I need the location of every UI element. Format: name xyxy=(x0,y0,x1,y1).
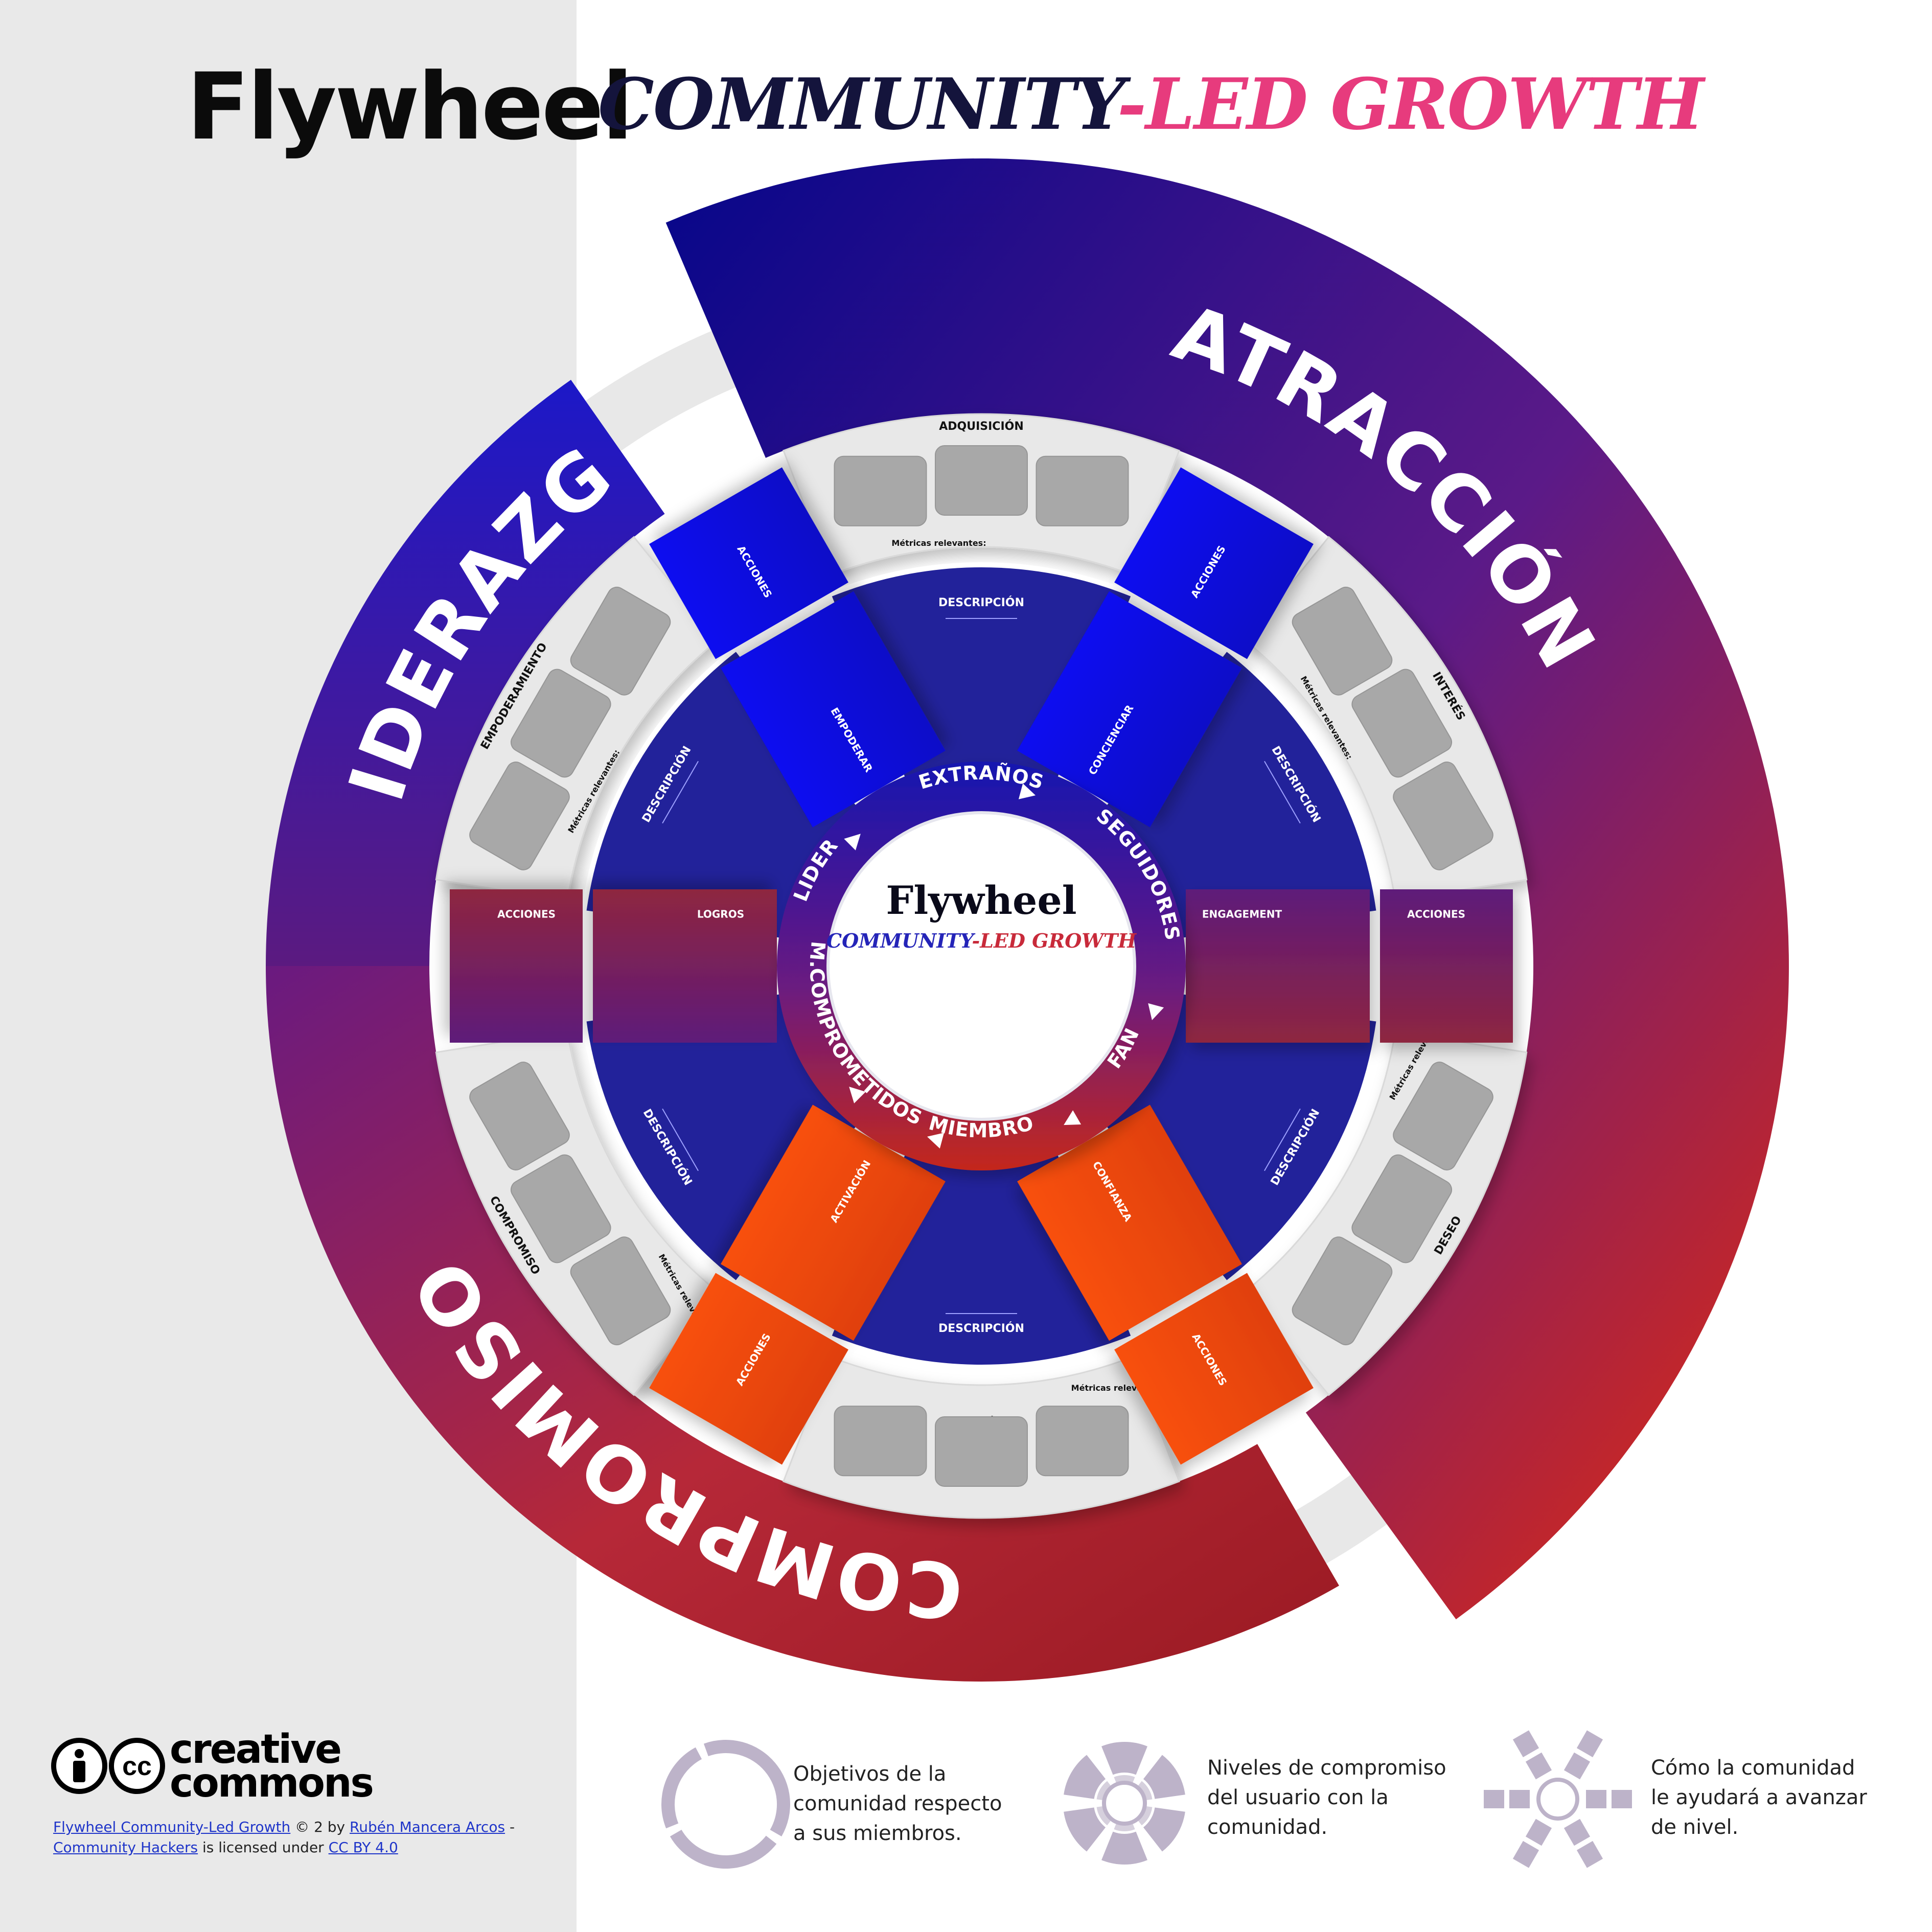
license-link-cc[interactable]: CC BY 4.0 xyxy=(328,1839,398,1856)
spoke-box[interactable] xyxy=(649,467,848,659)
spoke-box[interactable] xyxy=(593,889,777,1043)
cc-badge-text: cc xyxy=(122,1752,152,1781)
spoke-box[interactable] xyxy=(1380,889,1513,1043)
flow-arrow-icon xyxy=(1018,783,1036,799)
license-link-work[interactable]: Flywheel Community-Led Growth xyxy=(53,1819,291,1835)
cc-icon xyxy=(109,1738,165,1794)
center-sub-part-1: COMMUNITY xyxy=(826,929,976,952)
metric-box[interactable] xyxy=(567,1234,674,1348)
metric-box[interactable] xyxy=(1289,584,1395,698)
flow-arrow-icon xyxy=(849,1087,866,1103)
metric-box[interactable] xyxy=(1036,1406,1129,1477)
stage-adquisicion: ADQUISICIÓN Métricas relevantes: xyxy=(783,413,1180,576)
metric-box[interactable] xyxy=(508,1152,614,1266)
flow-arrow-icon xyxy=(844,834,861,850)
spoke-box[interactable] xyxy=(721,591,946,827)
metric-box[interactable] xyxy=(935,445,1028,516)
legend-icons xyxy=(661,1730,1632,1869)
metric-box[interactable] xyxy=(508,666,614,780)
stage-title: ADQUISICIÓN xyxy=(939,420,1024,433)
liderazgo-arc xyxy=(266,380,665,966)
metric-box[interactable] xyxy=(834,455,927,526)
sector-description: DESCRIPCIÓN xyxy=(938,596,1024,609)
spoke-label: LOGROS xyxy=(697,908,744,921)
metric-box[interactable] xyxy=(1036,455,1129,526)
spoke-box[interactable] xyxy=(450,889,583,1043)
license-link-org[interactable]: Community Hackers xyxy=(53,1839,198,1856)
flow-arrow-icon xyxy=(927,1133,945,1149)
spoke-label: ENGAGEMENT xyxy=(1202,908,1282,921)
metric-box[interactable] xyxy=(467,1059,573,1174)
spoke-logros: LOGROS ACCIONES xyxy=(450,889,777,1043)
spoke-engagement: ENGAGEMENT ACCIONES xyxy=(1186,889,1513,1043)
creative-commons-logo: cc xyxy=(51,1738,165,1794)
subtitle-part-2: -LED GROWTH xyxy=(1117,62,1704,146)
metric-box[interactable] xyxy=(935,1416,1028,1487)
metric-box[interactable] xyxy=(1390,1059,1497,1174)
metric-label: Métricas relevantes: xyxy=(891,538,986,548)
metric-box[interactable] xyxy=(1349,666,1455,780)
page-subtitle: COMMUNITY-LED GROWTH xyxy=(598,62,1704,146)
legend-spokes-icon xyxy=(1484,1730,1632,1868)
center-disc xyxy=(826,811,1136,1121)
spoke-box[interactable] xyxy=(1114,467,1314,659)
stage-panels: ADQUISICIÓN Métricas relevantes: INTERÉSMé… xyxy=(435,413,1528,1519)
creative-commons-wordmark: creative commons xyxy=(170,1727,374,1806)
center-hub: EXTRAÑOSSEGUIDORESFANMIEMBROM.COMPROMETI… xyxy=(777,762,1186,1170)
spoke-box[interactable] xyxy=(721,1105,946,1341)
flow-arrow-icon xyxy=(1148,1003,1164,1021)
flow-arrow-icon xyxy=(1064,1110,1082,1125)
license-text: Flywheel Community-Led Growth © 2 by Rub… xyxy=(53,1819,515,1856)
atraccion-arc xyxy=(665,158,1789,1620)
compromiso-arc xyxy=(266,966,1339,1682)
metric-box[interactable] xyxy=(567,584,674,698)
metric-box[interactable] xyxy=(467,758,573,873)
spoke-box[interactable] xyxy=(649,1273,848,1465)
spoke-label: ACCIONES xyxy=(497,908,556,921)
center-title: Flywheel xyxy=(886,878,1076,923)
metric-box[interactable] xyxy=(1349,1152,1455,1266)
center-subtitle: COMMUNITY-LED GROWTH xyxy=(826,929,1137,952)
metric-box[interactable] xyxy=(1289,1234,1395,1348)
subtitle-part-1: COMMUNITY xyxy=(598,62,1118,146)
legend-levels-icon xyxy=(1064,1742,1185,1865)
spoke-box[interactable] xyxy=(1017,591,1242,827)
page-title: Flywheel xyxy=(187,54,633,160)
license-link-author[interactable]: Rubén Mancera Arcos xyxy=(350,1819,505,1835)
cc-line-1: creative xyxy=(170,1727,342,1773)
stage-accion: ACCIÓNMétricas relevantes: xyxy=(783,1356,1180,1519)
legend-ring-icon xyxy=(661,1740,791,1869)
metric-box[interactable] xyxy=(1390,758,1497,873)
metric-box[interactable] xyxy=(834,1406,927,1477)
cc-line-2: commons xyxy=(170,1760,374,1806)
spoke-box[interactable] xyxy=(1186,889,1370,1043)
sector-description: DESCRIPCIÓN xyxy=(938,1322,1024,1335)
center-sub-part-2: -LED GROWTH xyxy=(972,929,1137,952)
spoke-box[interactable] xyxy=(1017,1105,1242,1341)
spoke-label: ACCIONES xyxy=(1407,908,1465,921)
spoke-box[interactable] xyxy=(1114,1273,1314,1465)
